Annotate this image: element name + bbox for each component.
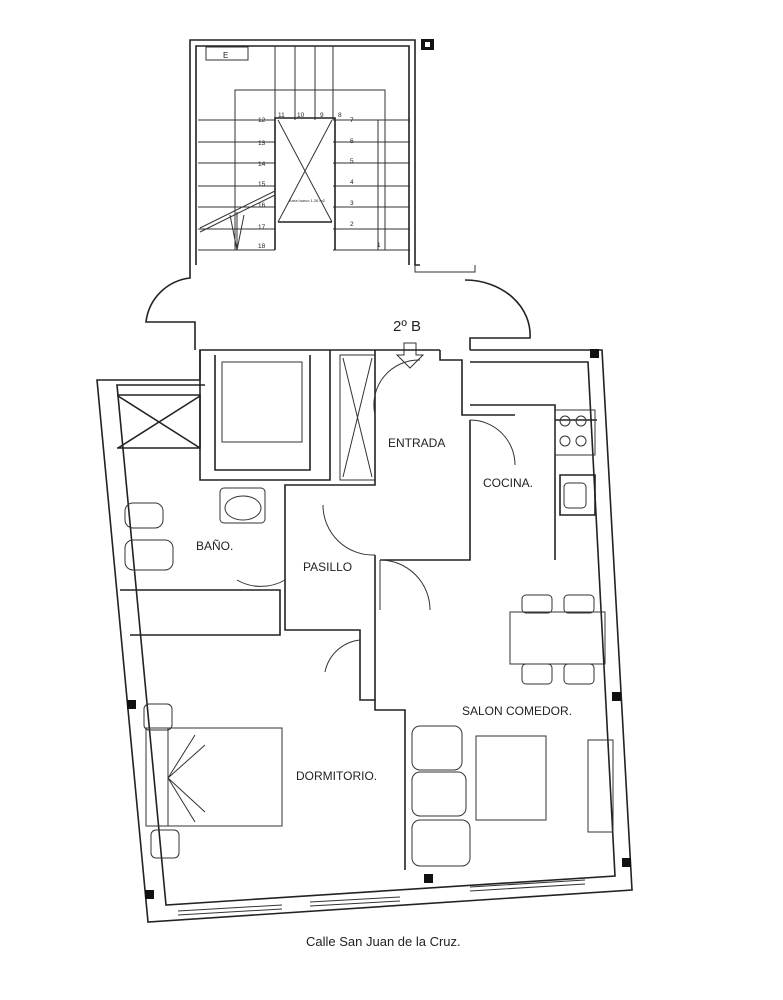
room-label-dormitorio: DORMITORIO. (296, 769, 377, 783)
step-number: 16 (258, 202, 266, 209)
step-number: 5 (350, 158, 354, 165)
step-number: 2 (350, 221, 354, 228)
step-number: 9 (320, 112, 324, 119)
lobby: 2º B (145, 265, 531, 369)
apartment (96, 349, 633, 923)
room-label-salon: SALON COMEDOR. (462, 704, 572, 718)
stair-box (205, 46, 249, 61)
step-number: 14 (258, 161, 266, 168)
room-label-cocina: COCINA. (483, 476, 533, 490)
unit-label: 2º B (393, 318, 421, 335)
stairwell: E Área hueco 1.26 m2 1 2 3 4 5 6 7 8 9 1… (189, 39, 476, 273)
step-number: 15 (258, 181, 266, 188)
step-number: 11 (278, 112, 285, 119)
step-number: 1 (377, 242, 381, 249)
street-label: Calle San Juan de la Cruz. (306, 934, 461, 949)
step-number: 4 (350, 179, 354, 186)
step-number: 8 (338, 112, 342, 119)
step-number: 10 (297, 112, 305, 119)
step-number: 12 (258, 117, 266, 124)
shaft-label: Área hueco 1.26 m2 (289, 198, 326, 203)
stair-box-label: E (223, 51, 228, 60)
room-label-pasillo: PASILLO (303, 560, 352, 574)
room-label-bano: BAÑO. (196, 539, 233, 553)
step-number: 13 (258, 140, 266, 147)
step-number: 18 (258, 243, 266, 250)
step-number: 3 (350, 200, 354, 207)
step-number: 7 (350, 117, 354, 124)
entry-arrow-icon (395, 342, 425, 369)
room-label-entrada: ENTRADA (388, 436, 445, 450)
step-number: 17 (258, 224, 266, 231)
step-number: 6 (350, 138, 354, 145)
